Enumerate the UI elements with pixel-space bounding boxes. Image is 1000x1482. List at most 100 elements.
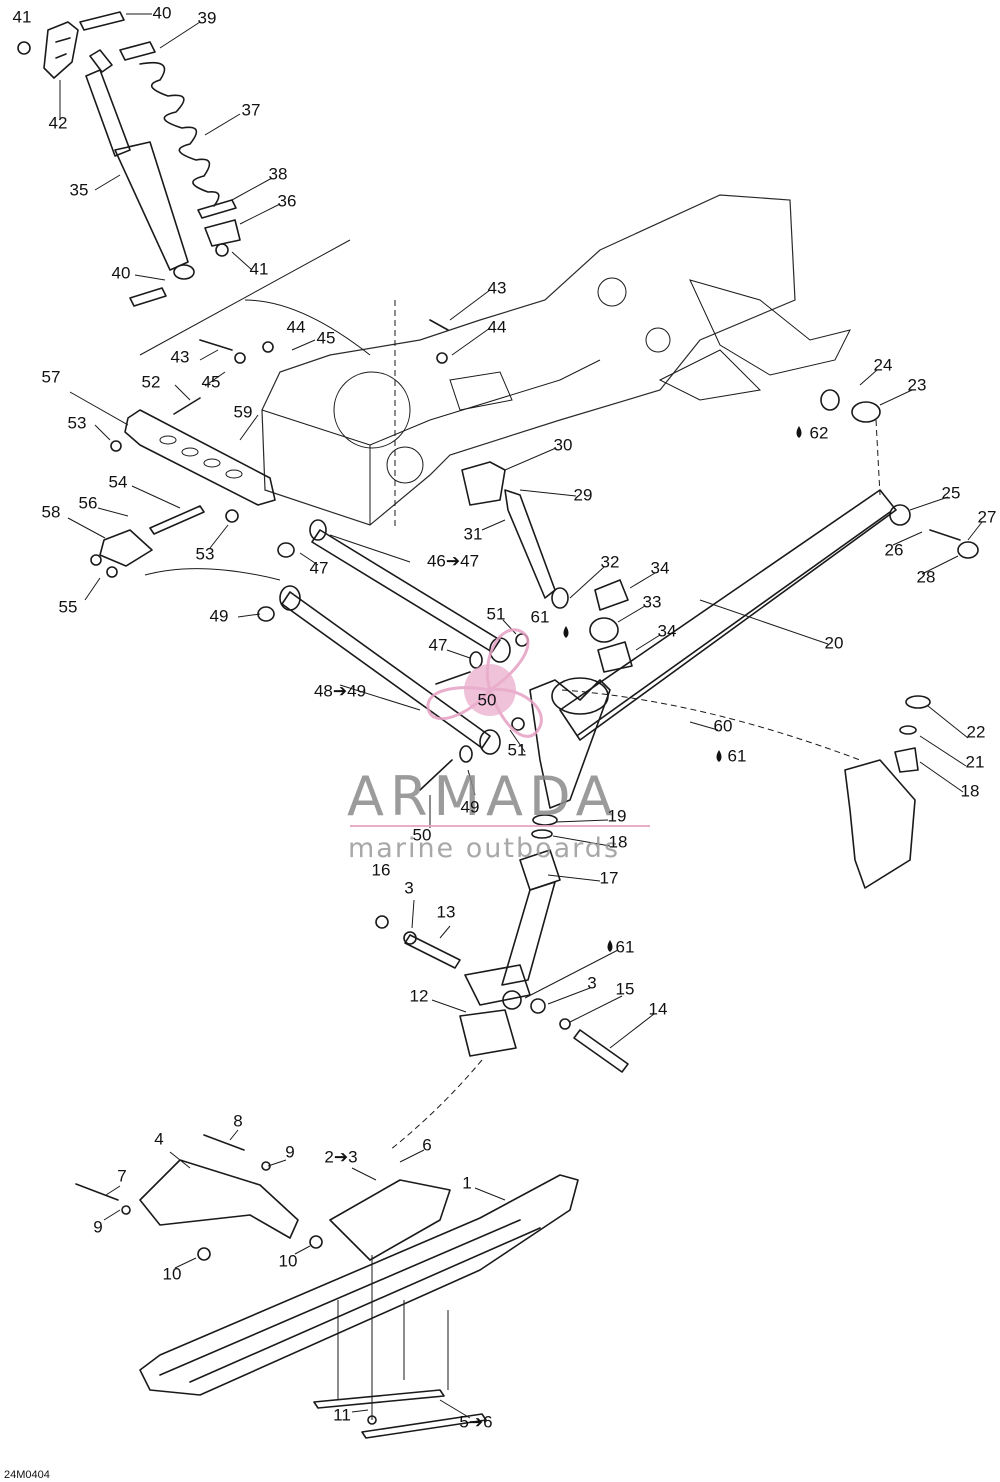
propeller-logo-icon — [426, 628, 543, 738]
callout-c17: 17 — [600, 868, 619, 887]
callout-c9b: 9 — [93, 1217, 102, 1236]
callout-c41a: 41 — [13, 7, 32, 26]
diagram-code: 24M0404 — [4, 1469, 50, 1481]
callout-c27: 27 — [978, 507, 997, 526]
callout-c54: 54 — [109, 472, 128, 491]
callout-c33: 33 — [643, 592, 662, 611]
callout-c49a: 49 — [210, 606, 229, 625]
chassis-frame — [139, 194, 851, 530]
lube-drop-icon — [716, 750, 722, 762]
callout-c48: 48➔49 — [314, 681, 366, 700]
callout-c55: 55 — [59, 597, 78, 616]
callout-c21: 21 — [966, 752, 985, 771]
callout-c45a: 45 — [317, 328, 336, 347]
callout-c61a: 61 — [531, 607, 550, 626]
callout-c26: 26 — [885, 540, 904, 559]
callout-c51a: 51 — [487, 604, 506, 623]
callout-c14: 14 — [649, 999, 668, 1018]
callout-c51b: 51 — [508, 740, 527, 759]
callout-c29: 29 — [574, 485, 593, 504]
callout-c61c: 61 — [616, 937, 635, 956]
callout-c19: 19 — [608, 806, 627, 825]
callout-c43a: 43 — [488, 278, 507, 297]
callout-c43b: 43 — [171, 347, 190, 366]
callout-c50a: 50 — [478, 690, 497, 709]
callout-c30: 30 — [554, 435, 573, 454]
callout-c24: 24 — [874, 355, 893, 374]
callout-c35: 35 — [70, 180, 89, 199]
callout-c42: 42 — [49, 113, 68, 132]
callout-c13: 13 — [437, 902, 456, 921]
callout-c47b: 47 — [429, 635, 448, 654]
callout-c44a: 44 — [488, 317, 507, 336]
callout-c34a: 34 — [651, 558, 670, 577]
callout-c39: 39 — [198, 8, 217, 27]
shock-absorber-assembly — [17, 11, 241, 307]
callout-c61b: 61 — [728, 746, 747, 765]
ski-assembly — [75, 1134, 579, 1439]
a-arm-links — [257, 519, 529, 791]
callout-c2: 2➔3 — [324, 1147, 357, 1166]
callout-c37: 37 — [242, 100, 261, 119]
callout-c11: 11 — [333, 1405, 351, 1424]
callout-c62: 62 — [810, 423, 829, 442]
callout-c18a: 18 — [961, 781, 980, 800]
steering-arm — [461, 461, 861, 761]
lube-drop-icon — [796, 426, 802, 438]
callout-c4: 4 — [154, 1129, 163, 1148]
callout-c53b: 53 — [196, 544, 215, 563]
callout-c5: 5➔6 — [459, 1412, 492, 1431]
watermark-tagline: marine outboards — [348, 833, 620, 864]
callout-c56: 56 — [79, 493, 98, 512]
callout-c38: 38 — [269, 164, 288, 183]
callout-c25: 25 — [942, 483, 961, 502]
watermark: ARMADA marine outboards — [347, 628, 650, 864]
callout-c34b: 34 — [658, 621, 677, 640]
callout-c57: 57 — [42, 367, 61, 386]
callout-c15: 15 — [616, 979, 635, 998]
callout-c36: 36 — [278, 191, 297, 210]
callout-c3a: 3 — [404, 878, 413, 897]
callout-c49b: 49 — [461, 797, 480, 816]
callout-c7: 7 — [117, 1166, 126, 1185]
callout-c10a: 10 — [279, 1251, 298, 1270]
callout-c23: 23 — [908, 375, 927, 394]
callout-c22: 22 — [967, 722, 986, 741]
watermark-brand: ARMADA — [347, 765, 619, 828]
callout-c3b: 3 — [587, 973, 596, 992]
callout-c47a: 47 — [310, 558, 329, 577]
lube-drop-icon — [607, 940, 613, 952]
callout-c40a: 40 — [153, 3, 172, 22]
callout-c1: 1 — [462, 1173, 471, 1192]
leader-lines — [59, 13, 983, 1419]
callout-c9a: 9 — [285, 1142, 294, 1161]
callout-c41b: 41 — [250, 259, 269, 278]
callout-c10b: 10 — [163, 1264, 182, 1283]
callout-c40b: 40 — [112, 263, 131, 282]
spindle-housing — [529, 389, 979, 809]
callout-c32: 32 — [601, 552, 620, 571]
callout-c58: 58 — [42, 502, 61, 521]
callout-c8: 8 — [233, 1111, 242, 1130]
callout-c50b: 50 — [413, 825, 432, 844]
lube-drops — [563, 426, 802, 952]
callout-c45b: 45 — [202, 372, 221, 391]
callout-c6: 6 — [422, 1135, 431, 1154]
callout-c52: 52 — [142, 372, 161, 391]
callout-c18b: 18 — [609, 832, 628, 851]
upper-link-bracket — [90, 319, 449, 581]
callout-c60: 60 — [714, 716, 733, 735]
callout-c44b: 44 — [287, 317, 306, 336]
callout-c28: 28 — [917, 567, 936, 586]
callout-c53a: 53 — [68, 413, 87, 432]
callout-c31: 31 — [464, 524, 483, 543]
ski-detail-inset — [844, 695, 931, 889]
callout-c16: 16 — [372, 860, 391, 879]
lube-drop-icon — [563, 626, 569, 638]
callout-c59: 59 — [234, 402, 253, 421]
callout-c46: 46➔47 — [427, 551, 479, 570]
callout-c12: 12 — [410, 986, 429, 1005]
callout-c20: 20 — [825, 633, 844, 652]
